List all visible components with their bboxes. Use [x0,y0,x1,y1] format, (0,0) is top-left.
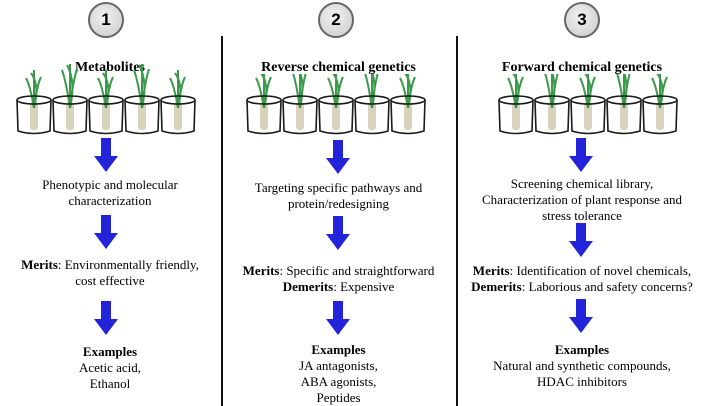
plant-pots-illustration [16,64,196,135]
plant-pots-illustration [246,74,426,135]
plant-pot [606,74,642,135]
plant-pot [88,70,124,135]
column-title: Forward chemical genetics [501,60,663,75]
plant-pot [246,74,282,135]
plant-pot [498,74,534,135]
examples-text: Examples JA antagonists,ABA agonists,Pep… [299,342,378,405]
column-title: Reverse chemical genetics [261,60,416,75]
down-arrow [94,215,118,249]
down-arrow [569,299,593,333]
step-description: Screening chemical library,Characterizat… [482,176,682,223]
plant-pot [124,64,160,135]
down-arrow [326,301,350,335]
plant-pot [282,74,318,135]
step-number-badge: 1 [88,2,124,38]
plant-pot [160,70,196,135]
plant-pot [642,74,678,135]
down-arrow [569,223,593,257]
merits-demerits-text: Merits: Identification of novel chemical… [471,263,693,294]
plant-pot [570,74,606,135]
down-arrow [326,216,350,250]
merits-text: Merits: Environmentally friendly, cost e… [21,257,199,288]
examples-text: Examples Natural and synthetic compounds… [493,342,671,389]
examples-text: Examples Acetic acid,Ethanol [78,344,142,391]
plant-pots-illustration [498,74,678,135]
down-arrow [569,138,593,172]
plant-pot [390,74,426,135]
merits-demerits-text: Merits: Specific and straightforward Dem… [242,263,435,294]
down-arrow [326,140,350,174]
column-reverse-chemical-genetics: 2 Reverse chemical genetics Targeting sp… [222,0,455,406]
down-arrow [94,301,118,335]
plant-pot [318,74,354,135]
column-forward-chemical-genetics: 3 Forward chemical genetics Screening ch… [458,0,706,406]
plant-pot [534,74,570,135]
plant-pot [354,74,390,135]
down-arrow [94,138,118,172]
step-number-badge: 2 [318,2,354,38]
step-number-badge: 3 [564,2,600,38]
column-divider-2 [456,36,458,406]
column-title: Metabolites [75,60,145,75]
plant-pot [16,70,52,135]
plant-pot [52,64,88,135]
column-divider-1 [221,36,223,406]
